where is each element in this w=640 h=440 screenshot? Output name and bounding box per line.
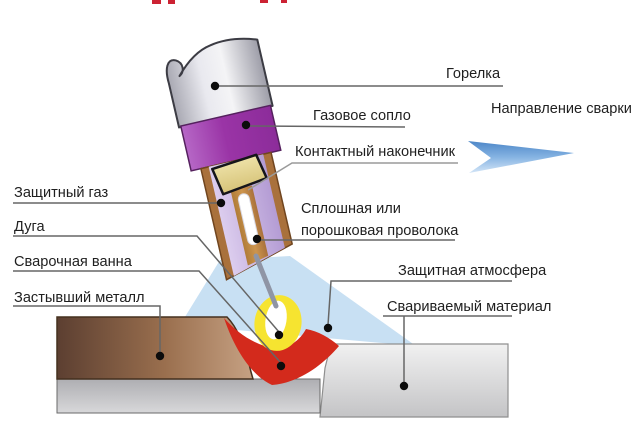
label-provoloka-line1: Сплошная или	[301, 201, 401, 217]
label-gazovoe-soplo: Газовое сопло	[313, 108, 411, 124]
label-kontaktny-nakonechnik: Контактный наконечник	[295, 144, 456, 160]
dot-duga	[274, 330, 284, 340]
label-zashchitnaya-atmosfera: Защитная атмосфера	[398, 263, 547, 279]
label-provoloka-line2: порошковая проволока	[301, 223, 459, 239]
label-svarivaemy-material: Свариваемый материал	[387, 299, 551, 315]
label-zastyvshiy-metall: Застывший металл	[14, 290, 145, 306]
diagram-labels: Горелка Направление сварки Газовое сопло…	[14, 66, 632, 315]
leader-zastyvshiy	[13, 305, 161, 353]
dot-zastyvshiy	[155, 351, 165, 361]
label-svarochnaya-vanna: Сварочная ванна	[14, 254, 133, 270]
callout-dots	[155, 81, 409, 391]
dot-atmosfera	[323, 323, 333, 333]
dot-vanna	[276, 361, 286, 371]
cropped-red-text-fragments	[152, 0, 287, 4]
dot-gorelka	[210, 81, 220, 91]
dot-material	[399, 381, 409, 391]
leader-duga	[13, 235, 280, 333]
weld-pool	[224, 318, 339, 385]
wire-tail	[253, 253, 279, 309]
leader-atmosfera	[327, 280, 512, 326]
leader-material	[383, 315, 512, 383]
label-zashchitny-gaz: Защитный газ	[14, 185, 108, 201]
solidified-metal	[56, 316, 254, 380]
dot-provoloka	[252, 234, 262, 244]
callout-lines	[13, 85, 512, 383]
label-napravlenie-svarki: Направление сварки	[491, 101, 632, 117]
left-slab-front-face	[56, 378, 321, 414]
leader-vanna	[13, 270, 282, 364]
electrode-wire	[237, 193, 260, 246]
dot-gazovoe-soplo	[241, 120, 251, 130]
welding-direction-arrow	[468, 141, 574, 173]
gas-cloud	[180, 256, 416, 346]
welding-arc	[254, 295, 302, 351]
label-duga: Дуга	[14, 219, 46, 235]
leader-gazovoe-soplo	[248, 125, 406, 128]
torch-assembly	[165, 37, 294, 281]
base-metal-plate	[319, 343, 509, 418]
torch-body	[165, 37, 274, 129]
arc-core	[265, 300, 287, 340]
dot-zashchitny-gaz	[216, 198, 226, 208]
label-gorelka: Горелка	[446, 66, 501, 82]
leader-kontaktny	[247, 162, 458, 191]
